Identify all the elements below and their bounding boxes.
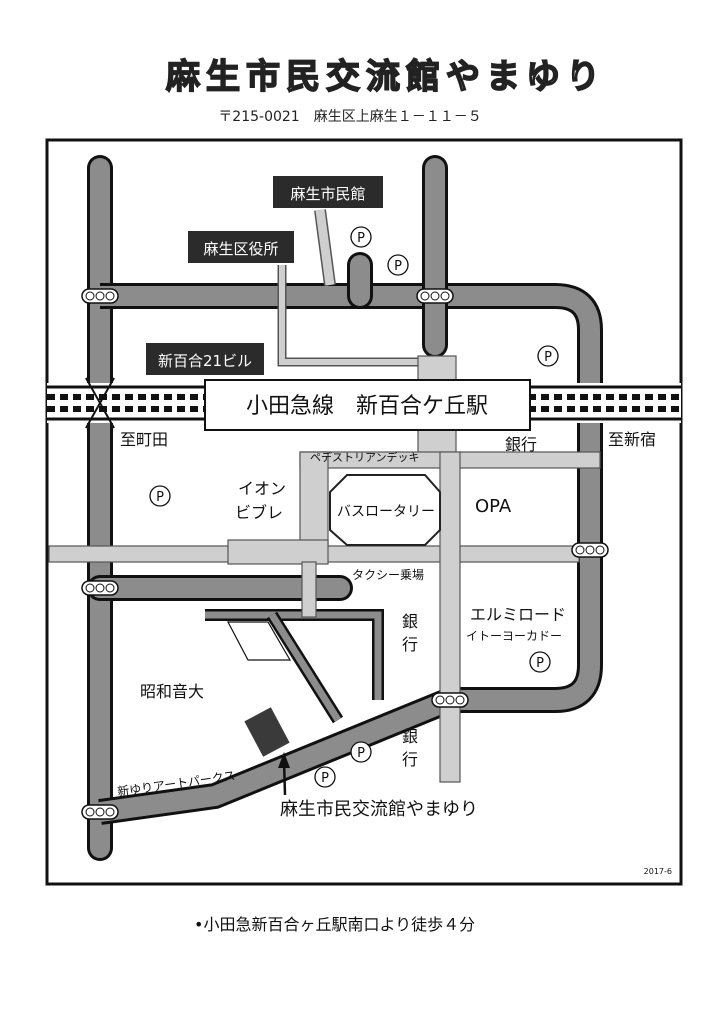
traffic-signal-icon: [571, 542, 609, 558]
showa-building: [227, 621, 292, 661]
svg-text:P: P: [536, 656, 544, 671]
map-version-label: 2017-6: [644, 867, 672, 876]
asao-kuyakusho-box: [188, 231, 294, 263]
parking-icons: P P P P P P P: [149, 226, 559, 788]
taxi-label: タクシー乗場: [352, 568, 424, 582]
bank-south-label-1: 銀: [402, 727, 418, 746]
traffic-signal-icon: [81, 288, 119, 304]
bank-north-label: 銀行: [505, 435, 537, 454]
station-label: 小田急線 新百合ケ丘駅: [246, 394, 488, 419]
traffic-signals: [81, 288, 609, 820]
shinyuri21-label: 新百合21ビル: [158, 352, 252, 370]
parking-icon: P: [149, 485, 171, 507]
parking-icon: P: [529, 651, 551, 673]
svg-text:P: P: [357, 231, 365, 246]
bus-rotary-shape: [329, 474, 441, 546]
destination-label: 麻生市民交流館やまゆり: [280, 799, 478, 820]
parking-icon: P: [537, 345, 559, 367]
svg-text:P: P: [394, 259, 402, 274]
parking-icon: P: [387, 254, 409, 276]
station-box: [204, 379, 531, 431]
svg-text:P: P: [156, 490, 164, 505]
aeon-label-1: イオン: [238, 479, 286, 498]
asao-shiminkan-label: 麻生市民館: [290, 185, 365, 203]
svg-text:P: P: [357, 746, 365, 761]
access-note: •小田急新百合ヶ丘駅南口より徒歩４分: [194, 915, 475, 934]
parking-icon: P: [350, 226, 372, 248]
traffic-signal-icon: [416, 288, 454, 304]
shinyuri21-box: [146, 343, 264, 375]
arrow-head-icon: [278, 752, 290, 768]
opa-label: OPA: [475, 496, 512, 517]
bank-middle-label-1: 銀: [402, 612, 418, 631]
itoyokado-label: イトーヨーカドー: [466, 629, 562, 643]
traffic-signal-icon: [431, 692, 469, 708]
traffic-signal-icon: [81, 580, 119, 596]
traffic-signal-icon: [81, 804, 119, 820]
parking-icon: P: [314, 766, 336, 788]
to-shinjuku-label: 至新宿: [608, 430, 656, 449]
page-title: 麻生市民交流館やまゆり: [166, 57, 606, 97]
roads: [87, 155, 603, 861]
yamayuri-building: [244, 707, 290, 757]
bank-middle-label-2: 行: [402, 635, 418, 654]
showa-label: 昭和音大: [140, 682, 204, 701]
asao-kuyakusho-label: 麻生区役所: [203, 240, 278, 258]
svg-text:P: P: [321, 771, 329, 786]
asao-shiminkan-box: [273, 176, 383, 208]
parking-icon: P: [350, 741, 372, 763]
road-loop: [100, 286, 600, 710]
svg-text:P: P: [544, 350, 552, 365]
address-text: 〒215-0021 麻生区上麻生１－１１－５: [218, 109, 481, 125]
bank-south-label-2: 行: [402, 750, 418, 769]
aeon-label-2: ビブレ: [235, 503, 283, 522]
bus-rotary-label: バスロータリー: [337, 504, 435, 520]
elmiroad-label: エルミロード: [470, 605, 566, 624]
pedestrian-deck-label: ペデストリアンデッキ: [310, 450, 420, 464]
road-south: [98, 690, 454, 822]
to-machida-label: 至町田: [120, 430, 168, 449]
